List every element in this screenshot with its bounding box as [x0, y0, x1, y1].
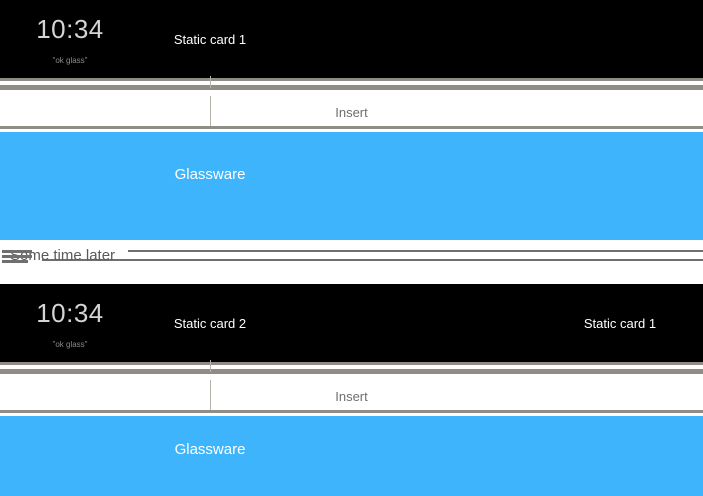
glassware-label-1: Glassware: [174, 166, 246, 183]
clock-voice-hint: "ok glass": [52, 56, 88, 65]
connector-bar-left-top-2: [0, 362, 210, 365]
glass-clock-card-after: 10:34 "ok glass": [0, 284, 140, 362]
insert-band-1: Insert: [0, 96, 703, 128]
insert-label-1: Insert: [335, 104, 368, 120]
divider-label: Some time later: [10, 247, 116, 264]
insert-label-2: Insert: [335, 388, 368, 404]
static-card-1-after: Static card 1: [583, 315, 657, 331]
connector-bar-right-top-2: [210, 362, 703, 365]
connector-vertical-insert-1: [210, 96, 211, 128]
connector-bar-wide-1: [0, 85, 703, 90]
clock-time: 10:34: [36, 14, 104, 44]
connector-bar-right-bottom-1: [140, 126, 703, 129]
some-time-later-divider: Some time later: [0, 240, 703, 284]
timeline-strip-before: 10:34 "ok glass" Static card 1: [0, 0, 703, 78]
divider-line-top: [128, 250, 703, 252]
insert-band-2: Insert: [0, 380, 703, 412]
arrow-right-icon: [2, 250, 32, 263]
connector-bar-left-bottom-1: [0, 126, 140, 129]
glass-clock-card-before: 10:34 "ok glass": [0, 0, 140, 78]
connector-bar-right-bottom-2: [140, 410, 703, 413]
timeline-strip-after: 10:34 "ok glass" Static card 2 Static ca…: [0, 284, 703, 362]
static-card-2-after: Static card 2: [173, 315, 247, 331]
glassware-band-after: Glassware: [0, 416, 703, 496]
static-card-1-before: Static card 1: [173, 31, 247, 47]
connector-bar-wide-2: [0, 369, 703, 374]
connector-vertical-insert-2: [210, 380, 211, 412]
connector-vertical-2: [210, 360, 211, 372]
connector-bar-right-top-1: [210, 78, 703, 81]
connector-bar-left-top-1: [0, 78, 210, 81]
connector-bar-left-bottom-2: [0, 410, 140, 413]
divider-line-bottom: [42, 259, 703, 261]
glassware-band-before: Glassware: [0, 132, 703, 240]
clock-voice-hint: "ok glass": [52, 340, 88, 349]
connector-vertical-1: [210, 76, 211, 88]
clock-time: 10:34: [36, 298, 104, 328]
glassware-label-2: Glassware: [174, 441, 246, 458]
